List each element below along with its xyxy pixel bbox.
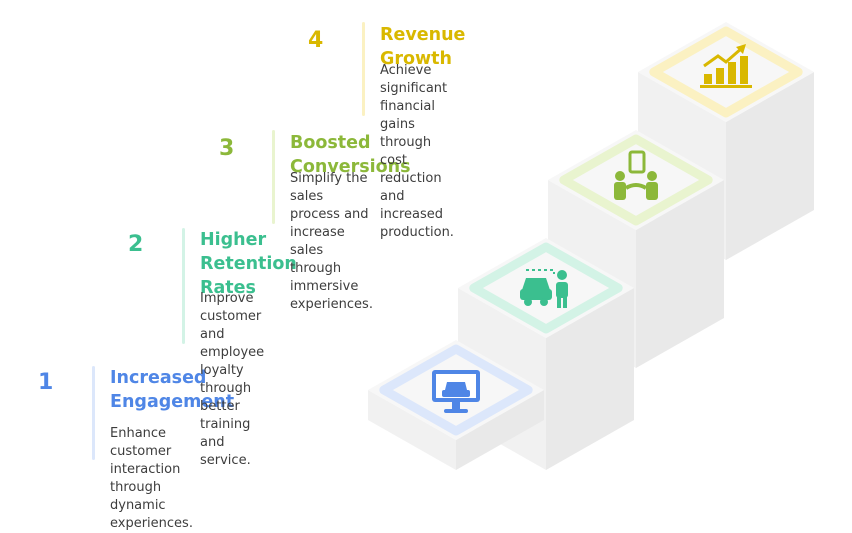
step-3-title: Boosted Conversions	[290, 133, 411, 177]
step-1-description: Enhance customer interaction through dyn…	[110, 426, 193, 531]
step-1-front-face	[368, 390, 456, 470]
customer-car-icon	[520, 269, 568, 308]
step-2-description: Improve customer and employee loyalty th…	[200, 291, 265, 468]
step-3-description: Simplify the sales process and increase …	[290, 171, 373, 312]
step-1-frame	[379, 344, 533, 436]
step-2-title: Higher Retention Rates	[200, 230, 297, 298]
handshake-sale-icon	[614, 150, 658, 200]
step-4-divider	[362, 22, 365, 116]
step-3-divider	[272, 130, 275, 224]
step-1-divider	[92, 366, 95, 460]
step-4-frame	[649, 26, 803, 118]
step-4-top-face	[638, 22, 814, 122]
step-2-side-face	[546, 288, 634, 470]
staircase-graphic	[368, 22, 814, 470]
car-monitor-icon	[432, 370, 480, 413]
step-4-number: 4	[308, 28, 324, 53]
step-4-description: Achieve significant financial gains thro…	[380, 63, 454, 240]
step-2-divider	[182, 228, 185, 344]
step-3-top-face	[548, 130, 724, 230]
step-3-side-face	[636, 180, 724, 368]
step-3-frame	[559, 134, 713, 226]
step-4-side-face	[726, 72, 814, 260]
step-1-title: Increased Engagement	[110, 368, 235, 412]
step-3-number: 3	[219, 136, 235, 161]
growth-chart-icon	[700, 44, 752, 88]
step-1-number: 1	[38, 370, 54, 395]
step-2-frame	[469, 242, 623, 334]
step-1-side-face	[456, 390, 544, 470]
step-4-title: Revenue Growth	[380, 25, 466, 69]
step-2-number: 2	[128, 232, 144, 257]
